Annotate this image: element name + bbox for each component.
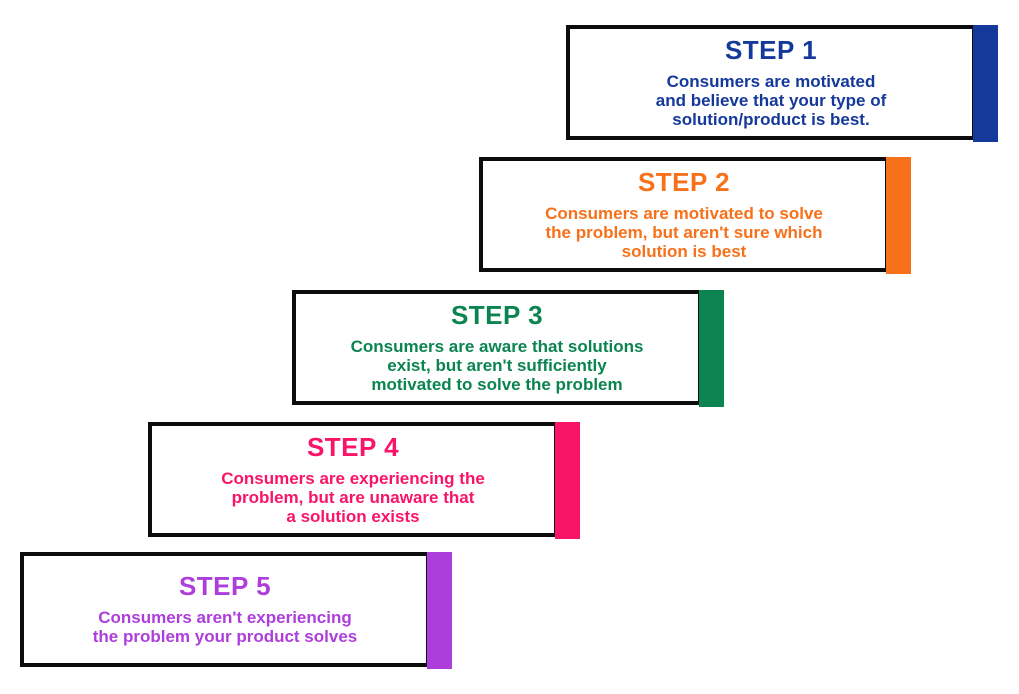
step-description-line: Consumers aren't experiencing [98,608,352,627]
step-description-line: motivated to solve the problem [371,374,623,394]
step-box-3: STEP 3 Consumers are aware that solution… [292,290,724,407]
step-title: STEP 5 [178,571,272,601]
step-description-line: Consumers are motivated to solve [545,203,823,223]
step-title: STEP 2 [637,166,731,197]
step-title: STEP 3 [450,299,544,330]
step-description-line: Consumers are experiencing the [221,468,485,488]
step-accent-bar [886,157,911,274]
step-accent-bar [555,422,580,539]
step-description-line: exist, but aren't sufficiently [387,355,607,375]
step-description-line: the problem, but aren't sure which [545,222,823,242]
step-description-line: solution/product is best. [672,109,870,129]
step-description-line: problem, but are unaware that [231,487,475,507]
step-description-line: the problem your product solves [92,627,358,646]
step-accent-bar [973,25,998,142]
step-title: STEP 4 [306,431,400,462]
step-description-line: Consumers are aware that solutions [350,336,644,356]
step-description-line: a solution exists [286,506,420,526]
step-description-line: and believe that your type of [655,90,887,110]
step-title: STEP 1 [724,34,818,65]
step-description-line: Consumers are motivated [666,71,876,91]
step-accent-bar [699,290,724,407]
step-accent-bar [427,552,452,669]
step-description-line: solution is best [621,241,747,261]
